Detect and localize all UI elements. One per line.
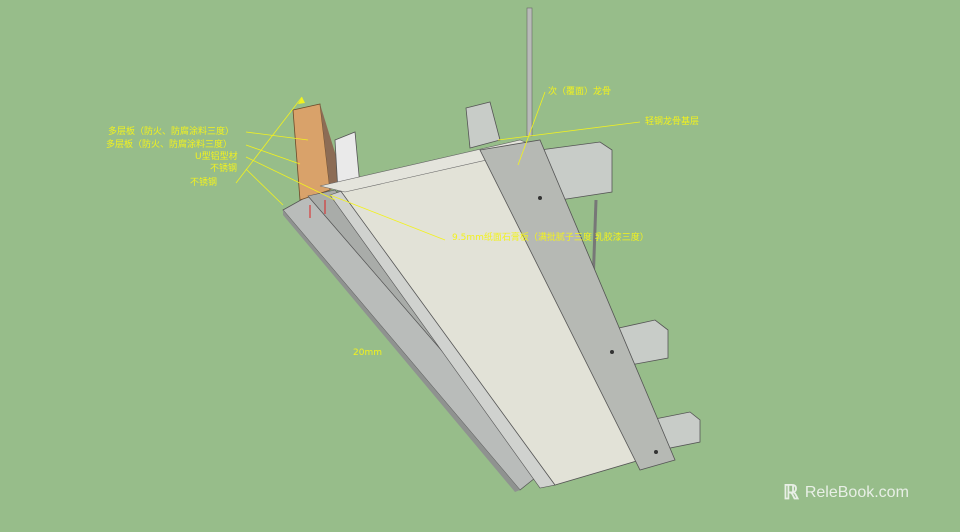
label-gypsum-board: 9.5mm纸面石膏板（满批腻子三度 乳胶漆三度） <box>452 233 649 243</box>
label-secondary-keel: 次（覆面）龙骨 <box>548 87 612 97</box>
label-light-steel-keel: 轻钢龙骨基层 <box>645 117 700 127</box>
side-face <box>479 139 676 471</box>
label-multilayer-2: 多层板（防火、防腐涂料三度） <box>106 140 233 150</box>
hanger-rod <box>526 7 533 137</box>
watermark: ℝ ReleBook.com <box>783 480 909 505</box>
relebook-logo-icon: ℝ <box>783 482 799 504</box>
label-stainless-1: 不锈钢 <box>210 164 238 174</box>
watermark-text: ReleBook.com <box>804 483 909 501</box>
label-dimension: 20mm <box>353 348 382 358</box>
label-multilayer-1: 多层板（防火、防腐涂料三度） <box>108 127 235 137</box>
label-u-aluminum: U型铝型材 <box>195 152 238 162</box>
label-stainless-2: 不锈钢 <box>190 178 218 188</box>
leader-lines <box>235 91 641 241</box>
